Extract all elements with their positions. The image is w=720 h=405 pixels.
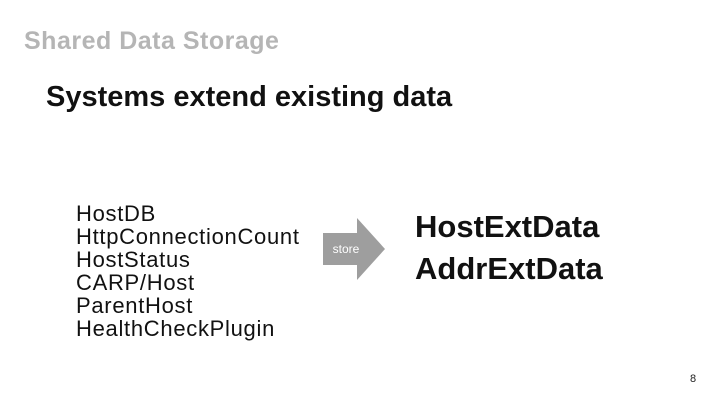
list-item: HostDB xyxy=(76,201,156,226)
source-data-list: HostDB HttpConnectionCount HostStatus CA… xyxy=(76,202,300,340)
list-item: HostStatus xyxy=(76,247,191,272)
target-data-list: HostExtData AddrExtData xyxy=(415,206,603,290)
list-item: HealthCheckPlugin xyxy=(76,316,276,341)
list-item: AddrExtData xyxy=(415,251,603,286)
slide-title: Shared Data Storage xyxy=(24,27,280,55)
store-arrow-icon xyxy=(323,218,385,280)
page-number: 8 xyxy=(690,373,697,385)
store-arrow-label: store xyxy=(332,242,360,256)
slide-subtitle: Systems extend existing data xyxy=(46,81,453,113)
list-item: ParentHost xyxy=(76,293,194,318)
list-item: HttpConnectionCount xyxy=(76,224,300,249)
list-item: HostExtData xyxy=(415,209,600,244)
list-item: CARP/Host xyxy=(76,270,195,295)
